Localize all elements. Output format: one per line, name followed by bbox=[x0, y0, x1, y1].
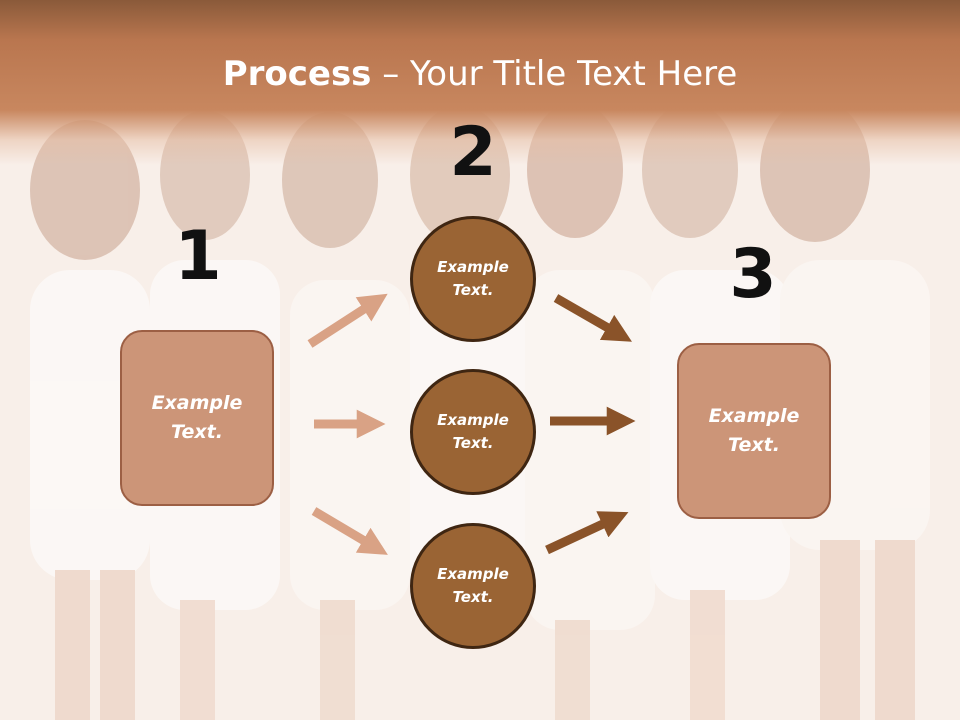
step-3-box[interactable]: Example Text. bbox=[677, 343, 831, 519]
title-rest: – Your Title Text Here bbox=[371, 54, 738, 94]
title-bold: Process bbox=[222, 54, 372, 94]
step-1-label: Example Text. bbox=[151, 392, 243, 443]
arrow-1-to-2-top bbox=[307, 293, 388, 348]
step-1-box[interactable]: Example Text. bbox=[120, 330, 274, 506]
step-2-label-top: Example Text. bbox=[437, 258, 509, 299]
arrow-2-to-3-bottom bbox=[545, 511, 629, 555]
arrow-1-to-2-bottom bbox=[311, 507, 388, 555]
step-number-2: 2 bbox=[449, 113, 497, 192]
step-2-label-bottom: Example Text. bbox=[437, 565, 509, 606]
step-3-label: Example Text. bbox=[708, 405, 800, 456]
step-number-1: 1 bbox=[174, 217, 222, 296]
arrow-2-to-3-top bbox=[553, 294, 632, 342]
step-2-circle-middle[interactable]: Example Text. bbox=[410, 369, 536, 495]
step-2-label-middle: Example Text. bbox=[437, 411, 509, 452]
slide-title: Process – Your Title Text Here bbox=[0, 52, 960, 96]
title-band bbox=[0, 0, 960, 165]
step-2-circle-bottom[interactable]: Example Text. bbox=[410, 523, 536, 649]
step-2-circle-top[interactable]: Example Text. bbox=[410, 216, 536, 342]
step-number-3: 3 bbox=[729, 235, 777, 314]
